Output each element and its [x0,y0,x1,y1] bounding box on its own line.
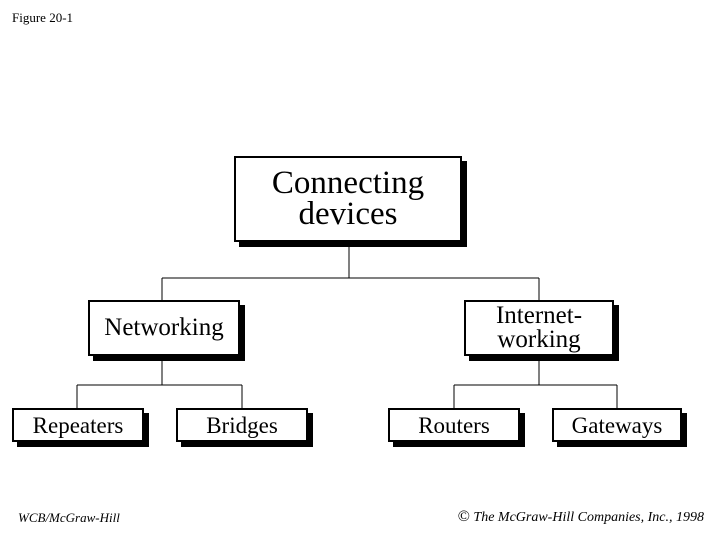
node-connecting-devices-line-2: devices [298,196,398,232]
node-networking: Networking [88,300,240,356]
publisher-label: WCB/McGraw-Hill [18,510,120,525]
node-routers: Routers [388,408,520,442]
node-gateways: Gateways [552,408,682,442]
node-repeaters: Repeaters [12,408,144,442]
copyright-notice: © The McGraw-Hill Companies, Inc., 1998 [458,508,704,526]
node-bridges-label: Bridges [206,412,278,438]
copyright-text: The McGraw-Hill Companies, Inc., 1998 [473,510,704,525]
node-connecting-devices: Connecting devices [234,156,462,242]
node-networking-label: Networking [104,314,224,342]
figure-label: Figure 20-1 [12,10,74,25]
node-internetworking: Internet- working [464,300,614,356]
node-bridges: Bridges [176,408,308,442]
node-internetworking-line-2: working [497,326,581,353]
node-connecting-devices-line-1: Connecting [271,164,425,201]
copyright-icon: © [457,508,470,525]
node-routers-label: Routers [418,412,490,438]
node-repeaters-label: Repeaters [32,412,124,438]
node-internetworking-line-1: Internet- [495,302,583,330]
node-gateways-label: Gateways [571,412,663,438]
